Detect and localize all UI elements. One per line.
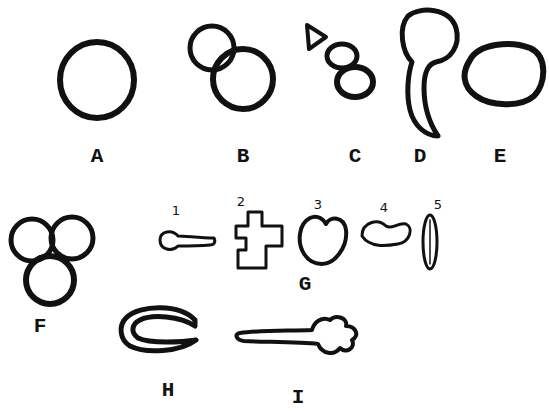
- figure-letter: D: [414, 146, 427, 167]
- figure-letter: C: [349, 146, 362, 167]
- callout-number: 2: [237, 195, 245, 208]
- callout-number: 5: [434, 198, 442, 211]
- kidney-shape: [362, 222, 410, 246]
- figure-letter: G: [299, 274, 312, 295]
- u-shape: [121, 308, 196, 351]
- heart-shape: [300, 217, 346, 264]
- figure-letter: A: [91, 146, 104, 167]
- rod-shape: [423, 215, 437, 269]
- callout-number: 3: [314, 198, 322, 211]
- figure-letter: F: [34, 316, 47, 337]
- double-shape: [213, 49, 273, 109]
- callout-number: 4: [380, 201, 388, 214]
- callout-number: 1: [172, 204, 180, 217]
- figure-letter: E: [494, 146, 507, 167]
- double-shape: [190, 26, 234, 70]
- round-shape: [60, 42, 134, 118]
- figure-letter: I: [292, 387, 305, 408]
- chain-shape: [337, 67, 373, 97]
- club-shape: [160, 232, 215, 250]
- figure-letter: H: [162, 380, 175, 401]
- rod-shape: [429, 220, 431, 264]
- triple-shape: [26, 256, 74, 304]
- triple-shape: [51, 217, 93, 259]
- hook-shape: [402, 10, 457, 136]
- bean-shape: [465, 44, 544, 104]
- stem-shape: [237, 317, 357, 353]
- triangle-shape: [307, 25, 326, 49]
- cross-shape: [236, 212, 282, 268]
- figure-letter: B: [237, 146, 250, 167]
